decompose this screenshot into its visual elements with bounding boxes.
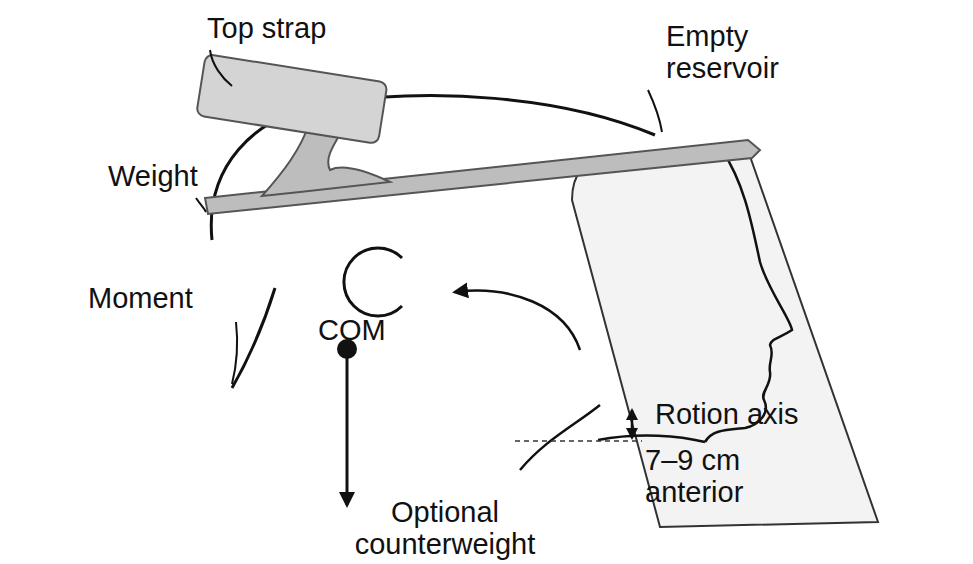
- top-strap: [196, 54, 387, 144]
- dimension-arrow: [631, 410, 634, 438]
- axis-line: [515, 440, 642, 442]
- part-label: Optional counterweight: [330, 496, 560, 560]
- part-label: Top strap: [207, 12, 377, 44]
- part-label: Moment: [88, 282, 228, 314]
- neck-back-line: [232, 288, 275, 388]
- part-label: Empty reservoir: [666, 20, 826, 84]
- counterweight-arrow: [346, 358, 349, 505]
- leader-line: [210, 50, 232, 86]
- neck-front-line: [520, 405, 600, 470]
- leader-line: [196, 198, 206, 212]
- moment-arrow: [455, 291, 580, 350]
- point-label: COM: [318, 314, 408, 346]
- face-shield: [572, 142, 878, 527]
- leader-line: [232, 322, 237, 384]
- axis-label: Rotion axis: [655, 398, 875, 430]
- ear: [344, 248, 402, 316]
- leader-line: [648, 90, 662, 132]
- dimension-label: 7–9 cm anterior: [645, 444, 775, 508]
- part-label: Weight: [108, 160, 238, 192]
